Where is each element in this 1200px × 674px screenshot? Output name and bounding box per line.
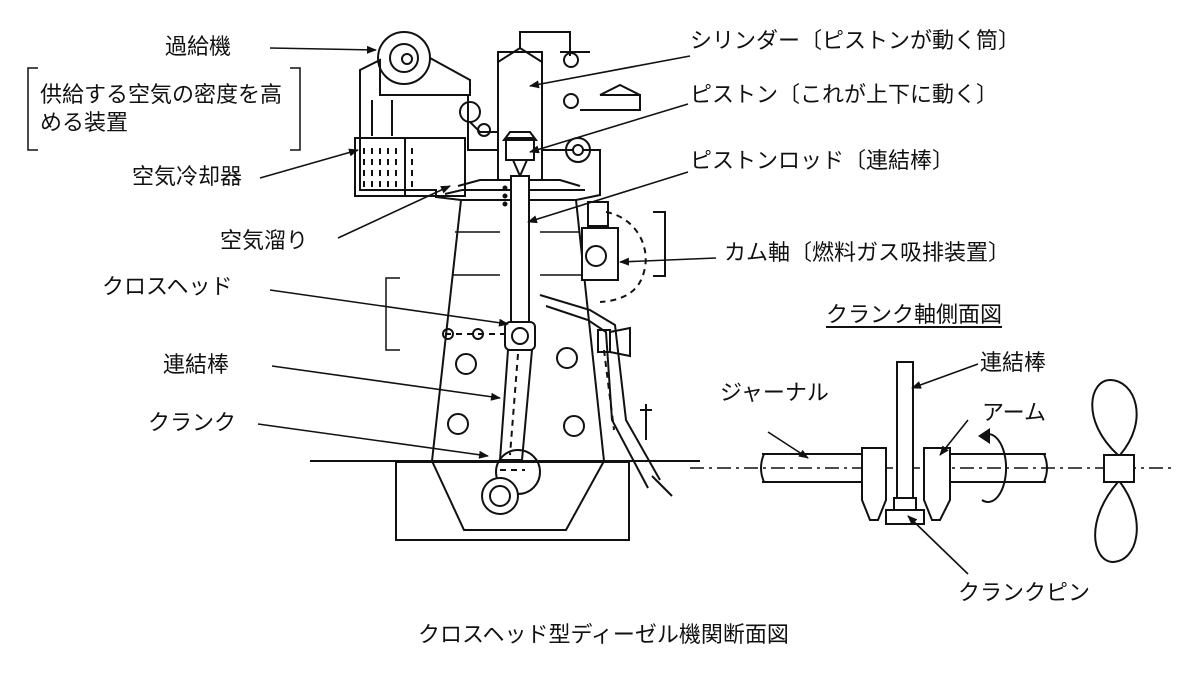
crankshaft-side-view [690,361,1176,575]
upper-housing [359,58,601,201]
leader-lines [257,45,717,459]
crank-arm-right [923,447,951,521]
crank-pin [885,509,925,525]
label-side-connecting-rod: 連結棒 [980,351,1047,376]
frame-hole [563,415,585,437]
frame-hole [447,413,469,435]
crank-arm-left [861,447,887,521]
crosshead [504,321,536,351]
crankcase-bottom [431,460,605,531]
label-crank: クランク [148,411,237,436]
label-journal: ジャーナル [720,381,829,406]
air-cooler-body [354,137,466,197]
label-crank-pin: クランクピン [958,581,1091,606]
label-connecting-rod: 連結棒 [163,353,230,378]
frame-hole [556,347,578,369]
piston-rod [510,175,530,323]
diagram-caption: クロスヘッド型ディーゼル機関断面図 [418,623,789,648]
propeller-icon [1091,378,1138,564]
label-piston: ピストン〔これが上下に動く〕 [690,83,999,108]
side-view-title: クランク軸側面図 [826,303,1003,328]
label-camshaft: カム軸〔燃料ガス吸排装置〕 [724,241,1011,266]
label-crosshead: クロスヘッド [102,275,233,300]
label-arm: アーム [982,401,1047,426]
frame-hole [455,353,477,375]
label-air-cooler: 空気冷却器 [132,165,243,190]
side-connecting-rod [896,361,914,499]
label-turbocharger-note: 供給する空気の密度を高める装置 [40,83,283,136]
label-cylinder: シリンダー〔ピストンが動く筒〕 [690,29,1021,54]
label-turbocharger: 過給機 [165,35,232,60]
engine-body [27,31,700,541]
label-air-reservoir: 空気溜り [220,229,309,254]
connecting-rod [498,349,534,461]
piston [505,137,535,161]
label-piston-rod: ピストンロッド〔連結棒〕 [690,149,955,174]
